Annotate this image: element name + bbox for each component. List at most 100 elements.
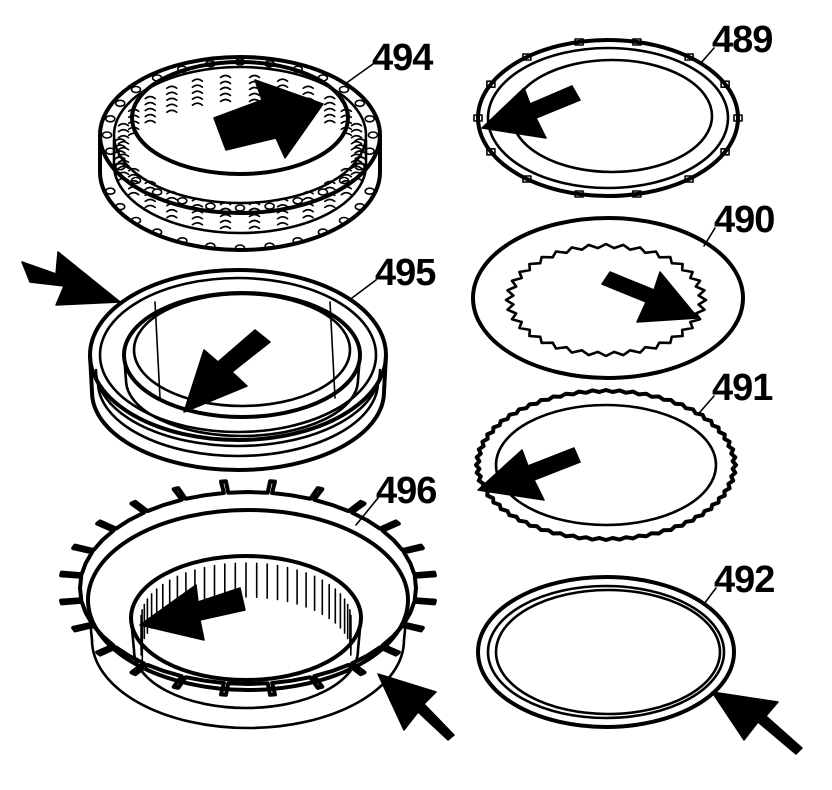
plate-tab bbox=[632, 190, 642, 198]
clutch-plate-491 bbox=[474, 388, 738, 542]
spring-hole bbox=[234, 58, 246, 66]
plate-tab bbox=[733, 114, 743, 122]
spring-hole bbox=[105, 147, 116, 155]
spring-hole bbox=[177, 65, 188, 73]
spring-assembly-494 bbox=[98, 55, 382, 252]
spring-hole bbox=[354, 202, 366, 211]
leader-494 bbox=[344, 63, 374, 85]
spring-hole bbox=[205, 242, 216, 250]
label-496: 496 bbox=[376, 470, 436, 512]
coil-spring bbox=[248, 201, 261, 230]
spring-hole bbox=[105, 187, 116, 195]
coil-spring bbox=[144, 180, 156, 209]
coil-spring bbox=[191, 198, 204, 226]
piston-495 bbox=[88, 268, 388, 472]
coil-spring bbox=[340, 167, 353, 196]
spring-hole bbox=[151, 188, 163, 196]
coil-spring bbox=[114, 138, 126, 166]
spring-hole bbox=[317, 228, 329, 236]
coil-spring bbox=[117, 153, 130, 182]
arrow-496-outer bbox=[377, 673, 455, 741]
coil-spring bbox=[166, 190, 178, 219]
spring-hole bbox=[354, 99, 366, 108]
spring-hole bbox=[205, 59, 216, 68]
plate-tab bbox=[720, 148, 730, 156]
coil-spring bbox=[324, 95, 336, 124]
spring-hole bbox=[292, 237, 304, 245]
leader-491 bbox=[699, 395, 715, 413]
coil-spring bbox=[350, 122, 363, 151]
spring-hole bbox=[130, 216, 142, 225]
coil-spring bbox=[117, 122, 130, 151]
plate-tab bbox=[522, 53, 532, 61]
arrow-492 bbox=[711, 691, 803, 755]
coil-spring bbox=[354, 138, 366, 166]
coil-spring bbox=[324, 180, 336, 209]
spring-hole bbox=[317, 188, 329, 196]
spring-hole bbox=[177, 197, 188, 205]
coil-spring bbox=[219, 201, 232, 230]
coil-spring bbox=[350, 153, 363, 182]
leader-492 bbox=[703, 587, 717, 605]
coil-spring bbox=[144, 95, 156, 124]
arrow-495-inner bbox=[183, 329, 271, 413]
label-494: 494 bbox=[372, 37, 433, 79]
spring-hole bbox=[264, 202, 275, 210]
label-495: 495 bbox=[375, 252, 436, 294]
plate-tab bbox=[684, 53, 694, 61]
label-489: 489 bbox=[712, 19, 772, 61]
plate-tab bbox=[632, 38, 642, 46]
spring-hole bbox=[292, 65, 304, 73]
coil-spring bbox=[340, 108, 353, 137]
spring-hole bbox=[114, 202, 126, 211]
spring-hole bbox=[151, 74, 163, 82]
spring-hole bbox=[264, 242, 275, 250]
arrow-491 bbox=[477, 447, 581, 501]
toothed-housing-496 bbox=[59, 479, 437, 730]
plate-tab bbox=[486, 148, 496, 156]
plate-tab bbox=[574, 190, 584, 198]
arrow-494 bbox=[213, 79, 324, 159]
friction-plate-490 bbox=[471, 216, 745, 380]
plate-tab bbox=[574, 38, 584, 46]
spring-hole bbox=[367, 131, 379, 139]
label-492: 492 bbox=[714, 559, 774, 601]
label-491: 491 bbox=[712, 367, 773, 409]
leader-496 bbox=[355, 497, 379, 526]
spring-hole bbox=[177, 237, 188, 245]
plate-tab bbox=[720, 80, 730, 88]
arrow-490 bbox=[601, 271, 699, 323]
leader-490 bbox=[703, 227, 716, 247]
arrow-496-inner bbox=[139, 584, 246, 641]
label-490: 490 bbox=[714, 199, 774, 241]
spring-hole bbox=[364, 147, 376, 155]
coil-spring bbox=[127, 108, 140, 137]
plate-tab bbox=[486, 80, 496, 88]
coil-spring bbox=[276, 198, 289, 226]
spring-hole bbox=[364, 115, 376, 123]
spring-hole bbox=[234, 244, 246, 252]
spring-hole bbox=[234, 204, 246, 212]
leader-489 bbox=[699, 47, 715, 65]
coil-spring bbox=[248, 74, 261, 103]
arrow-489 bbox=[481, 85, 581, 139]
spring-hole bbox=[205, 202, 216, 210]
plate-tab bbox=[473, 114, 483, 122]
spring-hole bbox=[105, 115, 116, 123]
spring-hole bbox=[364, 187, 376, 195]
spring-hole bbox=[338, 216, 350, 225]
spring-hole bbox=[151, 228, 163, 236]
spring-hole bbox=[114, 99, 126, 108]
arrow-495-outer bbox=[21, 251, 121, 306]
coil-spring bbox=[166, 85, 178, 114]
spring-hole bbox=[338, 85, 350, 94]
backing-plate-492 bbox=[476, 575, 736, 729]
coil-spring bbox=[127, 167, 140, 196]
spring-hole bbox=[130, 85, 142, 94]
coil-spring bbox=[191, 78, 204, 106]
plate-tab bbox=[684, 175, 694, 183]
spring-hole bbox=[101, 131, 113, 139]
spring-hole bbox=[292, 197, 304, 205]
leader-495 bbox=[351, 279, 377, 299]
plate-tab bbox=[522, 175, 532, 183]
